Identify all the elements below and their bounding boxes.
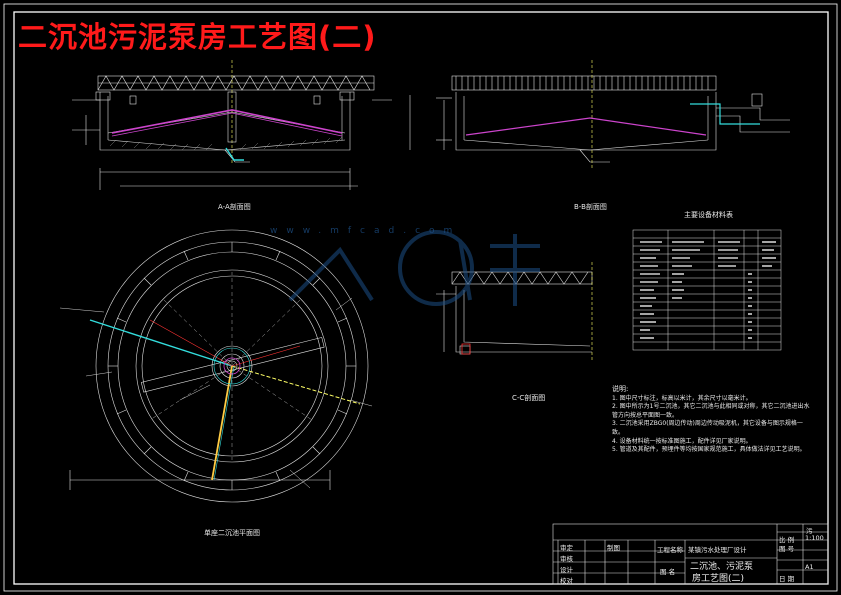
watermark-logo: [288, 230, 540, 306]
plan-outlet-pipe: [231, 365, 361, 405]
drawing-name-line2: 房工艺图(二): [692, 574, 745, 584]
aa-sludge-line: [111, 109, 343, 134]
plan-inlet-pipe: [89, 319, 233, 367]
cc-section-drawing: [436, 262, 593, 360]
aa-sludge-line-2: [111, 112, 343, 137]
role-label: 制图: [607, 544, 620, 552]
drawing-title: 二沉池污泥泵房工艺图(二): [18, 20, 377, 54]
plan-red-lines: [149, 319, 301, 367]
notes-block: 说明: 1. 图中尺寸标注，标高以米计，其余尺寸以毫米计。 2. 图中所示为1号…: [612, 385, 812, 455]
project-name-label: 工程名称: [657, 546, 683, 554]
watermark-text: www.mfcad.com: [270, 226, 462, 236]
note-item: 2. 图中所示为1号二沉池，其它二沉池与此相同或对称，其它二沉池进出水管方向按总…: [612, 403, 810, 419]
plan-sludge-pipe: [211, 365, 233, 481]
section-label-bb: B-B剖面图: [574, 203, 607, 211]
note-item: 1. 图中尺寸标注，标高以米计，其余尺寸以毫米计。: [612, 394, 752, 402]
bb-cyan-pipe: [690, 103, 760, 125]
drawing-name-line1: 二沉池、污泥泵: [690, 562, 754, 572]
equipment-table-grid: [632, 229, 782, 351]
plan-magenta-ring: [223, 357, 241, 375]
role-label: 审定: [560, 544, 573, 552]
project-name: 某镇污水处理厂设计: [688, 546, 747, 554]
note-item: 4. 设备材料统一按标准图施工，配件详见厂家说明。: [612, 437, 752, 445]
plan-view-drawing: [69, 229, 369, 503]
section-label-cc: C-C剖面图: [512, 394, 546, 402]
title-block-grid: [552, 523, 829, 585]
equipment-table-title: 主要设备材料表: [684, 211, 733, 219]
section-label-aa: A-A剖面图: [218, 203, 251, 211]
notes-heading: 说明:: [612, 385, 629, 393]
drawing-no-label: 图 号: [779, 545, 795, 553]
role-label: 设计: [560, 566, 573, 574]
scale-value: 1:100: [805, 534, 824, 542]
equipment-table-scribbles: [640, 241, 776, 339]
role-label: 审核: [560, 555, 573, 563]
section-label-plan: 单座二沉池平面图: [204, 529, 260, 537]
version-value: A1: [805, 563, 814, 571]
plan-sludge-pipe-inner: [213, 365, 235, 481]
sheet-code: 污: [806, 527, 813, 535]
date-label: 日 期: [779, 575, 795, 583]
aa-cyan-pipe: [225, 147, 244, 161]
plan-cyan-ring: [213, 347, 251, 385]
cc-red-marker: [461, 343, 471, 355]
role-label: 校对: [560, 577, 573, 585]
note-item: 5. 管道及其配件，预埋件等均按国家规范施工，具体做法详见工艺说明。: [612, 446, 806, 454]
note-item: 3. 二沉池采用ZBG0(周边传动)周边传动吸泥机，其它设备与图示规格一致。: [612, 420, 803, 436]
bb-sludge-line: [465, 117, 707, 136]
aa-section-drawing: [72, 60, 411, 190]
scale-label: 比 例: [779, 536, 795, 544]
bb-section-drawing: [436, 60, 790, 168]
drawing-part-label: 图 名: [660, 568, 676, 576]
plan-leaders: [59, 297, 373, 489]
aa-hatch: [109, 136, 343, 151]
